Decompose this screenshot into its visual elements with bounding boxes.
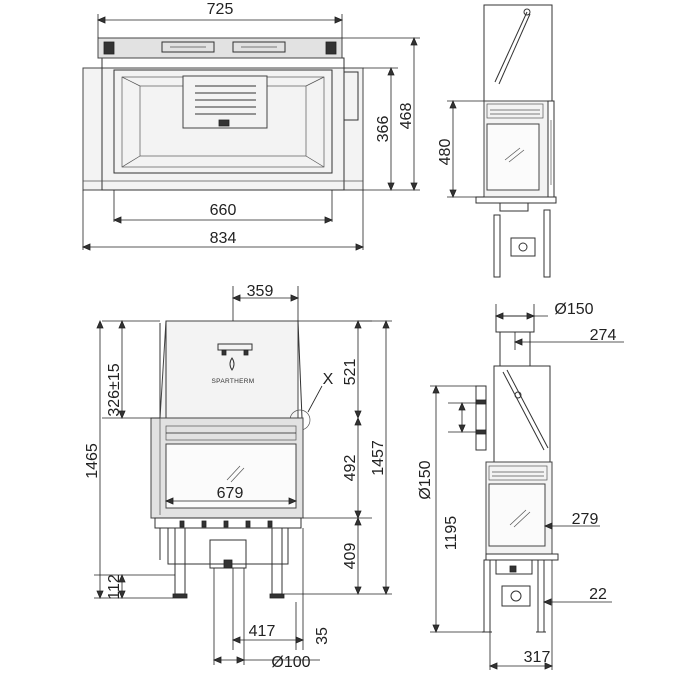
dim-112: 112 bbox=[106, 574, 123, 600]
dim-660: 660 bbox=[210, 202, 237, 219]
dim-468: 468 bbox=[398, 103, 415, 130]
dim-1457: 1457 bbox=[370, 440, 387, 476]
dim-279: 279 bbox=[572, 511, 599, 528]
spartherm-logo: SPARTHERM bbox=[212, 343, 255, 385]
dim-359: 359 bbox=[247, 283, 274, 300]
dim-366: 366 bbox=[375, 116, 392, 143]
dim-417: 417 bbox=[249, 623, 276, 640]
dim-35: 35 bbox=[314, 627, 331, 645]
top-left-view: 725 468 366 660 834 bbox=[81, 1, 420, 251]
front-view: SPARTHERM X 359 bbox=[84, 283, 392, 671]
dim-834: 834 bbox=[210, 230, 237, 247]
dim-409: 409 bbox=[342, 543, 359, 570]
dim-1465: 1465 bbox=[84, 443, 101, 479]
dim-d100: Ø100 bbox=[271, 654, 310, 671]
side-view: Ø150 274 Ø150 1195 279 22 317 bbox=[417, 301, 624, 670]
dim-679: 679 bbox=[217, 485, 244, 502]
dim-1195: 1195 bbox=[443, 516, 460, 551]
dim-22: 22 bbox=[589, 586, 607, 603]
top-right-view: 480 bbox=[437, 4, 557, 278]
dim-d150-top: Ø150 bbox=[554, 301, 593, 318]
dim-317: 317 bbox=[524, 649, 551, 666]
dim-480: 480 bbox=[437, 139, 454, 166]
dim-274: 274 bbox=[590, 327, 617, 344]
dim-725: 725 bbox=[207, 1, 234, 18]
dim-521: 521 bbox=[342, 359, 359, 386]
brand-label: SPARTHERM bbox=[212, 378, 255, 385]
detail-marker: X bbox=[323, 371, 334, 388]
dim-d150-side: Ø150 bbox=[417, 460, 434, 499]
dim-492: 492 bbox=[342, 455, 359, 482]
dim-326: 326±15 bbox=[106, 363, 123, 416]
